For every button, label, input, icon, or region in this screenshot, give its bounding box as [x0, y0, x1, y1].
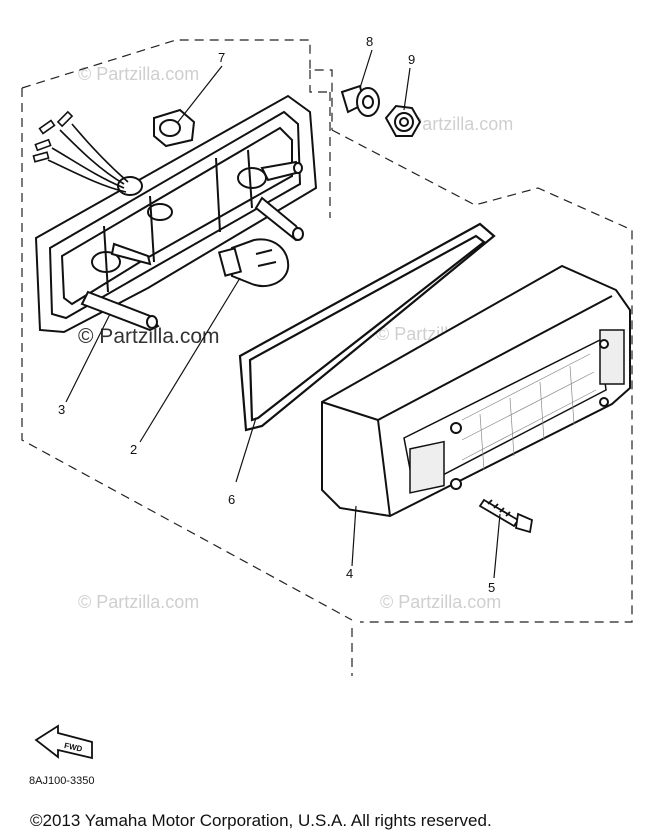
- callout-2: 2: [130, 442, 137, 457]
- collar-part: [340, 84, 380, 117]
- callout-8: 8: [366, 34, 373, 49]
- callout-3: 3: [58, 402, 65, 417]
- bulb-part: [217, 238, 290, 287]
- assembly-outline: [21, 39, 633, 676]
- callout-9: 9: [408, 52, 415, 67]
- watermark: © Partzilla.com: [392, 114, 513, 134]
- fwd-arrow-icon: FWD: [34, 724, 93, 760]
- leader-lines: [65, 49, 501, 579]
- callout-4: 4: [346, 566, 353, 581]
- watermark-main: © Partzilla.com: [78, 325, 220, 348]
- grommet-part: [153, 108, 196, 148]
- callout-7: 7: [218, 50, 225, 65]
- callout-6: 6: [228, 492, 235, 507]
- callout-5: 5: [488, 580, 495, 595]
- housing-base-part: [34, 94, 318, 334]
- watermark: © Partzilla.com: [78, 592, 199, 612]
- watermark: © Partzilla.com: [380, 592, 501, 612]
- watermark: © Partzilla.com: [78, 64, 199, 84]
- part-code-label: 8AJ100-3350: [29, 775, 95, 787]
- nut-part: [384, 104, 422, 137]
- fwd-label: FWD: [63, 741, 83, 754]
- screw-part: [478, 498, 534, 534]
- callout-labels: 7 8 9 3 2 6 4 5: [58, 34, 495, 595]
- lens-part: [321, 264, 631, 518]
- copyright-notice: ©2013 Yamaha Motor Corporation, U.S.A. A…: [30, 811, 492, 830]
- wire-harness: [32, 110, 129, 193]
- gasket-part: [238, 222, 496, 432]
